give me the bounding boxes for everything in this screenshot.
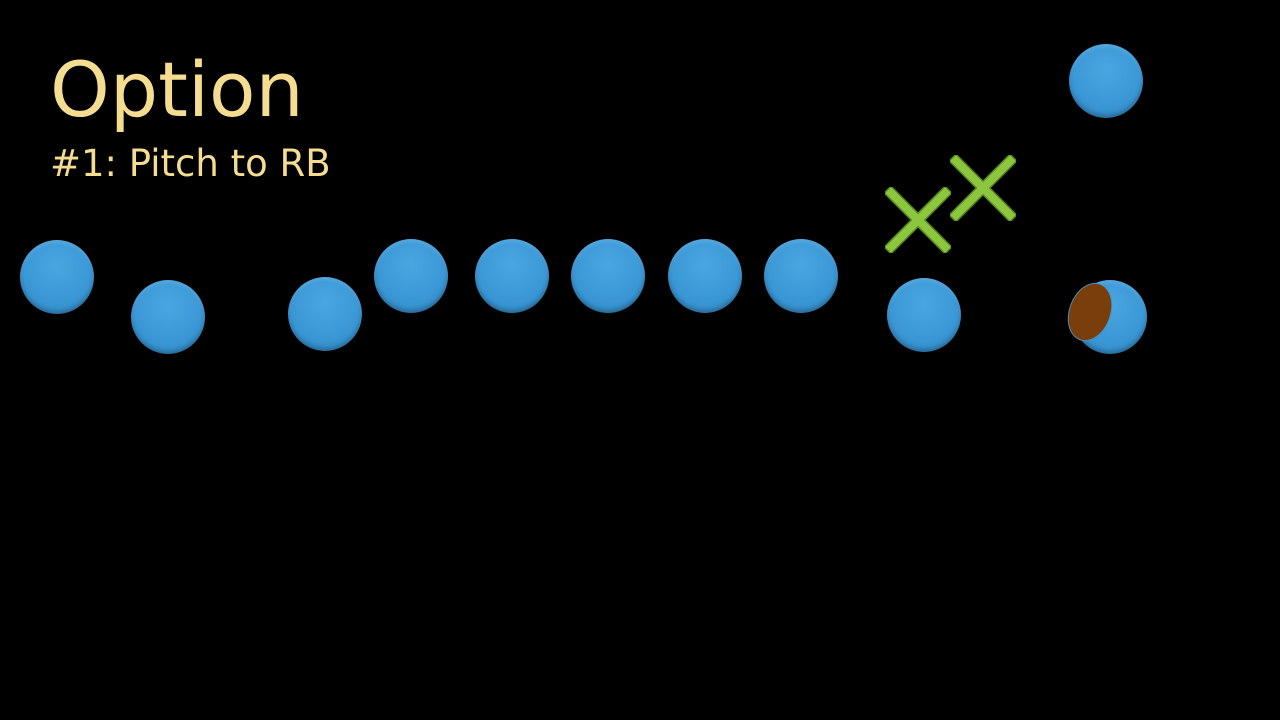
- offense-player: [764, 239, 838, 313]
- offense-player: [20, 240, 94, 314]
- offense-player: [571, 239, 645, 313]
- running-back: [1069, 44, 1143, 118]
- offense-player: [887, 278, 961, 352]
- offense-player: [131, 280, 205, 354]
- offense-player: [288, 277, 362, 351]
- offense-player: [475, 239, 549, 313]
- defender-x-icon: [885, 187, 951, 253]
- defender-x-icon: [950, 155, 1016, 221]
- offense-player: [374, 239, 448, 313]
- slide-subtitle: #1: Pitch to RB: [50, 142, 331, 185]
- slide-title: Option: [50, 45, 304, 134]
- offense-player: [668, 239, 742, 313]
